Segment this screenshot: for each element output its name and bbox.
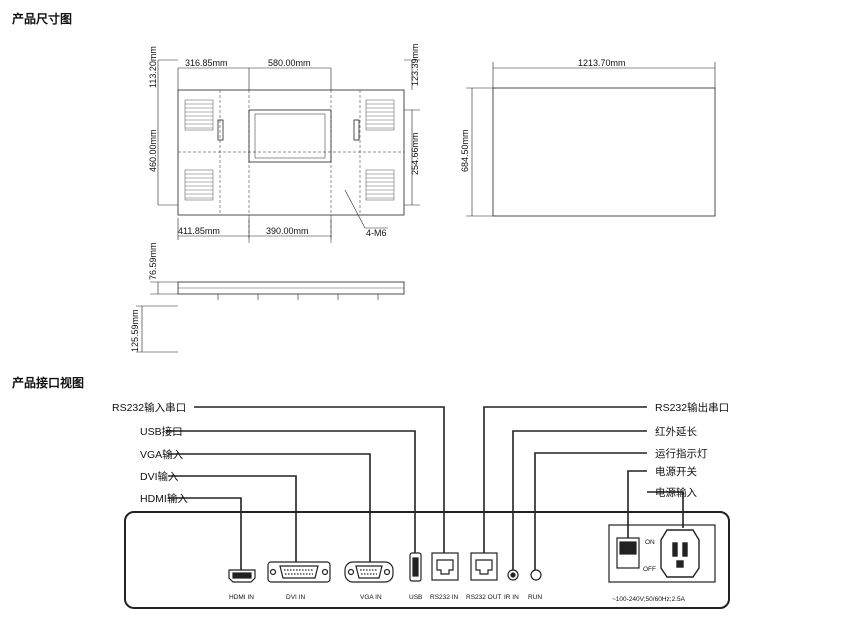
label-rs232-in: RS232 IN [430,594,458,601]
callout-rs232-in: RS232输入串口 [112,401,186,414]
dim-left-height: 460.00mm [148,129,158,172]
label-hdmi-in: HDMI IN [229,594,254,601]
dim-top-mid-width: 580.00mm [268,58,311,68]
dim-screw: 4-M6 [366,228,387,238]
dim-right-height: 254.66mm [410,132,420,175]
ir-port-icon [507,569,519,581]
label-run: RUN [528,594,542,601]
dim-top-left-width: 316.85mm [185,58,228,68]
reference-lines [178,90,404,245]
front-view-outline [177,89,405,216]
callout-power-switch: 电源开关 [655,465,697,478]
label-ir-in: IR IN [504,594,519,601]
dim-bottom-left-width: 411.85mm [178,226,220,236]
callout-run: 运行指示灯 [655,447,708,460]
label-vga-in: VGA IN [360,594,382,601]
callout-usb: USB接口 [140,425,183,438]
power-switch-icon [616,537,640,569]
dim-top-right-height: 123.39mm [410,43,420,86]
dimension-drawings: 316.85mm 580.00mm 411.85mm 390.00mm 4-M6… [130,43,716,353]
power-module [608,524,716,583]
dim-back-width: 1213.70mm [578,58,626,68]
vent-grilles [184,99,395,201]
dimensions-title: 产品尺寸图 [12,12,73,26]
callout-hdmi: HDMI输入 [140,492,188,505]
leader-lines [166,406,684,570]
label-usb: USB [409,594,422,601]
label-power-spec: ~100-240V;50/60Hz;2.5A [612,596,686,603]
vga-port-icon [344,561,394,583]
label-dvi-in: DVI IN [286,594,305,601]
dim-top-left-height: 113.20mm [148,46,158,88]
callout-ir: 红外延长 [655,425,697,438]
callout-power-input: 电源输入 [655,486,697,499]
label-switch-on: ON [645,539,655,546]
interface-title: 产品接口视图 [12,376,85,390]
dim-side-depth-total: 125.59mm [130,309,140,352]
label-rs232-out: RS232 OUT [466,594,501,601]
rs232-in-port-icon [431,552,459,581]
run-led-icon [530,569,542,581]
callout-vga: VGA输入 [140,448,184,461]
label-switch-off: OFF [643,566,656,573]
hdmi-port-icon [228,569,256,583]
rs232-out-port-icon [470,552,498,581]
dvi-port-icon [267,561,331,583]
dim-side-depth-top: 76.59mm [148,242,158,280]
callout-dvi: DVI输入 [140,470,179,483]
back-view-outline [492,87,716,217]
dim-bottom-mid-width: 390.00mm [266,226,309,236]
rear-panel [124,511,730,609]
callout-rs232-out: RS232输出串口 [655,401,729,414]
dim-back-height: 684.50mm [460,129,470,172]
usb-port-icon [409,552,422,582]
power-socket-icon [660,529,700,578]
